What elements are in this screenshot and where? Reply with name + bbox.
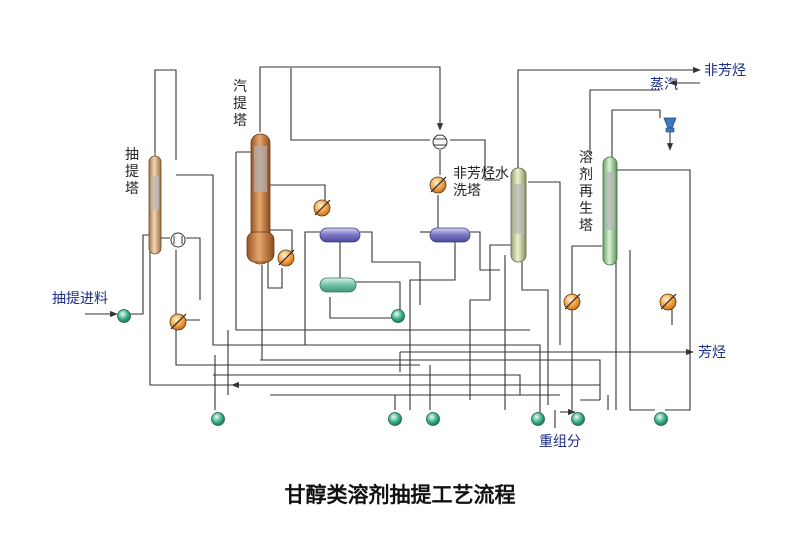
cross-exchangers	[170, 134, 448, 248]
feed-label: 抽提进料	[52, 291, 108, 307]
pump-icon	[388, 412, 402, 426]
heat-exchanger-icon	[169, 313, 187, 331]
pump-icon	[571, 412, 585, 426]
heat-exchanger-icon	[277, 249, 295, 267]
exchanger-icon	[432, 134, 448, 150]
pump-icon	[654, 412, 668, 426]
stripper-column	[246, 133, 275, 265]
reflux-drum-1	[319, 227, 361, 248]
stripper-column-label: 汽提塔	[233, 79, 247, 129]
piping	[85, 66, 701, 428]
exchanger-icon	[170, 232, 186, 248]
extraction-column	[148, 150, 162, 255]
pump-icon	[426, 412, 440, 426]
heat-exchangers	[169, 176, 677, 331]
pump-icon	[211, 412, 225, 426]
diagram-title: 甘醇类溶剂抽提工艺流程	[284, 482, 516, 507]
heavy-components-label: 重组分	[539, 434, 581, 450]
water-wash-column-label: 非芳烃水洗塔	[453, 166, 509, 199]
heat-exchanger-icon	[563, 293, 581, 311]
pumps	[117, 309, 668, 426]
non-aromatics-label: 非芳烃	[704, 63, 746, 79]
aromatics-label: 芳烃	[698, 345, 726, 361]
steam-label: 蒸汽	[650, 77, 678, 93]
extraction-column-label: 抽提塔	[125, 147, 139, 197]
pump-icon	[531, 412, 545, 426]
pump-icon	[117, 309, 131, 323]
heat-exchanger-icon	[429, 176, 447, 194]
heat-exchanger-icon	[313, 199, 331, 217]
heat-exchanger-icon	[659, 293, 677, 311]
solvent-regenerator-column	[602, 156, 618, 266]
regenerator-column-label: 溶剂再生塔	[579, 150, 593, 234]
pump-icon	[391, 309, 405, 323]
settling-drum	[319, 277, 357, 293]
reflux-drum-2	[429, 227, 471, 248]
steam-ejector-icon	[663, 117, 677, 133]
water-wash-column	[510, 167, 527, 263]
